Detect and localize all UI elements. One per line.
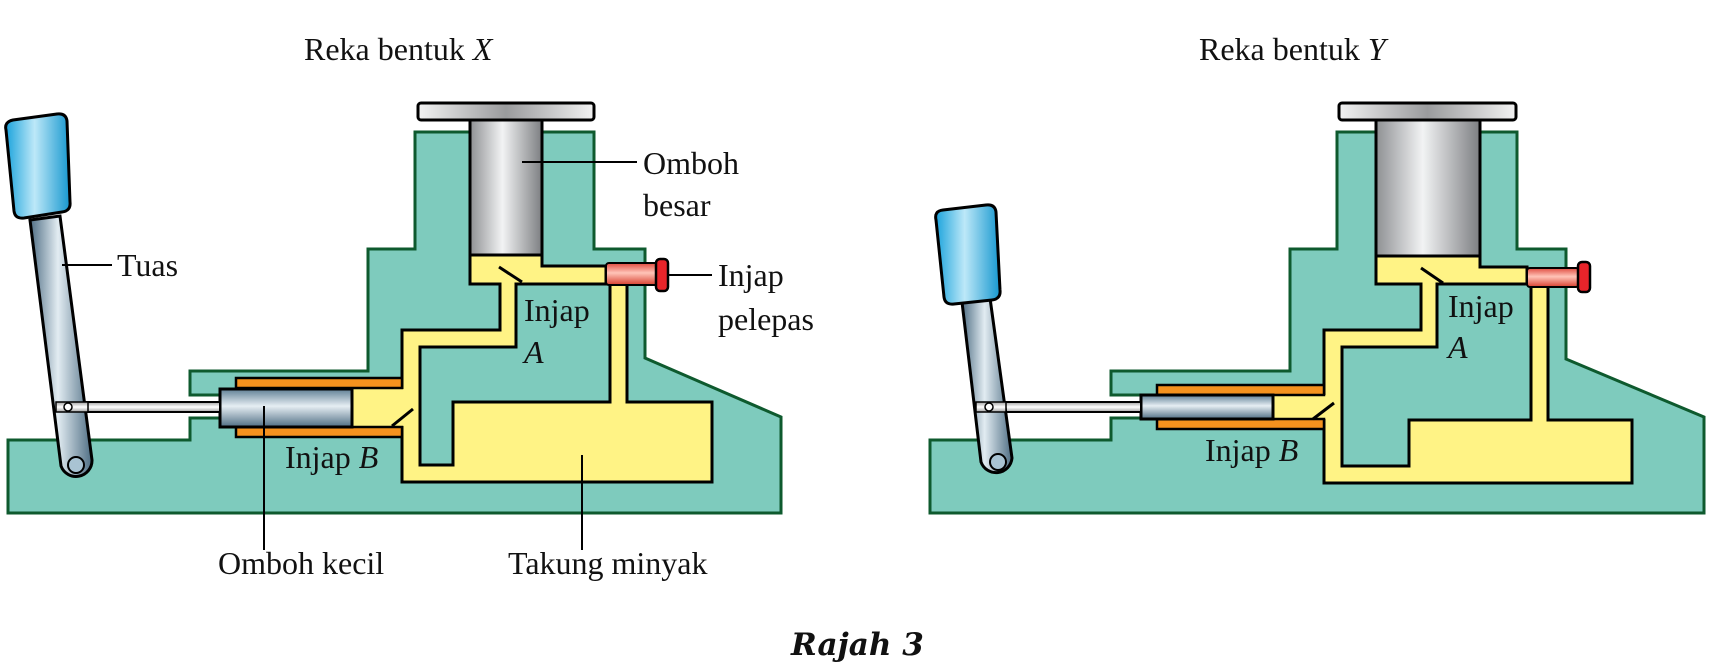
release-valve-knob[interactable]: [1576, 260, 1592, 294]
valve-b-flap: [391, 407, 414, 428]
figure-caption: Rajah 3: [790, 627, 924, 663]
valve-b-flap: [1312, 401, 1335, 421]
lever[interactable]: [934, 203, 1014, 475]
lever[interactable]: [4, 112, 94, 478]
lever-grip: [934, 203, 1002, 306]
release-valve-stem[interactable]: [605, 262, 659, 286]
label-valve-b: Injap B: [285, 439, 378, 475]
design-y-title: Reka bentuk Y: [1199, 31, 1389, 67]
release-valve-knob[interactable]: [654, 257, 670, 293]
label-reservoir: Takung minyak: [508, 545, 708, 581]
pin-icon: [984, 402, 994, 412]
pivot-icon: [67, 456, 85, 474]
sleeve-top: [234, 376, 404, 390]
lever-grip: [4, 112, 72, 220]
label-large-piston-2: besar: [643, 187, 711, 223]
label-valve-a-1: Injap: [524, 292, 590, 328]
inner-block: [1340, 282, 1533, 468]
small-cylinder-oil: [352, 389, 402, 426]
piston-plate: [1337, 101, 1518, 122]
label-valve-a-1: Injap: [1448, 288, 1514, 324]
design-x: Reka bentuk X: [4, 31, 814, 581]
large-piston: [1374, 118, 1482, 258]
inner-block: [418, 282, 612, 467]
pivot-icon: [989, 453, 1007, 471]
label-release-valve-2: pelepas: [718, 301, 814, 337]
design-y: Reka bentuk Y Injap A Injap B: [928, 31, 1706, 515]
label-small-piston: Omboh kecil: [218, 545, 384, 581]
label-valve-a-2: A: [1446, 329, 1468, 365]
small-cylinder-oil: [1273, 395, 1324, 419]
small-piston: [218, 387, 354, 429]
design-x-title: Reka bentuk X: [304, 31, 494, 67]
release-valve-stem[interactable]: [1526, 267, 1580, 288]
valve-a-flap: [1420, 266, 1444, 285]
label-release-valve-1: Injap: [718, 257, 784, 293]
label-lever: Tuas: [117, 247, 178, 283]
label-large-piston-1: Omboh: [643, 145, 739, 181]
label-valve-b: Injap B: [1205, 432, 1298, 468]
piston-plate: [416, 101, 596, 122]
small-piston: [1139, 393, 1275, 421]
large-piston: [468, 118, 544, 257]
valve-a-flap: [498, 265, 523, 284]
pin-icon: [63, 402, 73, 412]
label-valve-a-2: A: [522, 334, 544, 370]
